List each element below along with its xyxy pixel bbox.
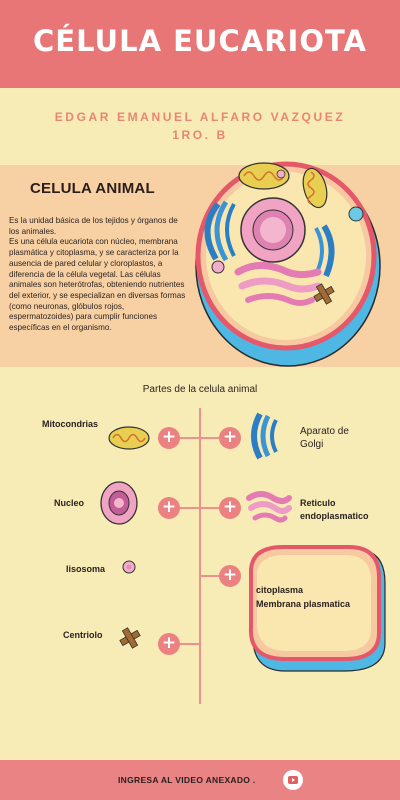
golgi-icon bbox=[251, 412, 278, 460]
page-title: CÉLULA EUCARIOTA bbox=[33, 24, 367, 58]
part-label-lysosome: lisosoma bbox=[66, 564, 106, 574]
footer: INGRESA AL VIDEO ANEXADO . bbox=[0, 760, 400, 800]
author-group: 1RO. B bbox=[172, 128, 228, 142]
part-label-er: Reticulo endoplasmatico bbox=[300, 498, 369, 521]
footer-text: INGRESA AL VIDEO ANEXADO . bbox=[118, 775, 256, 785]
expand-mitochondria-button[interactable]: + bbox=[158, 427, 180, 449]
lysosome-icon bbox=[122, 560, 136, 574]
part-label-centriole: Centriolo bbox=[63, 630, 103, 640]
er-icon bbox=[246, 491, 292, 523]
centriole-icon bbox=[119, 627, 141, 649]
expand-centriole-button[interactable]: + bbox=[158, 633, 180, 655]
description-paragraph-2: Es una célula eucariota con núcleo, memb… bbox=[9, 237, 186, 333]
connector-line bbox=[180, 507, 220, 509]
parts-title: Partes de la celula animal bbox=[142, 384, 258, 395]
part-label-cytoplasm: citoplasma bbox=[256, 585, 304, 595]
animal-cell-illustration bbox=[195, 161, 381, 367]
part-label-mitochondria: Mitocondrias bbox=[42, 419, 99, 429]
nucleus-icon bbox=[100, 481, 138, 525]
expand-membrane-button[interactable]: + bbox=[219, 565, 241, 587]
section-heading: CELULA ANIMAL bbox=[30, 180, 155, 197]
description-text: Es la unidad básica de los tejidos y órg… bbox=[9, 216, 187, 334]
expand-nucleus-button[interactable]: + bbox=[158, 497, 180, 519]
connector-line bbox=[199, 408, 201, 704]
expand-golgi-button[interactable]: + bbox=[219, 427, 241, 449]
connector-line bbox=[200, 575, 220, 577]
author-name: EDGAR EMANUEL ALFARO VAZQUEZ bbox=[54, 110, 346, 124]
part-label-nucleus: Nucleo bbox=[54, 498, 85, 508]
part-label-golgi: Aparato de Golgi bbox=[300, 426, 349, 450]
part-label-membrane: Membrana plasmatica bbox=[256, 599, 351, 609]
play-icon[interactable] bbox=[283, 770, 303, 790]
mitochondria-icon bbox=[108, 426, 150, 450]
membrane-icon bbox=[248, 545, 386, 672]
description-paragraph-1: Es la unidad básica de los tejidos y órg… bbox=[9, 216, 178, 236]
expand-er-button[interactable]: + bbox=[219, 497, 241, 519]
connector-line bbox=[180, 437, 220, 439]
header-banner: CÉLULA EUCARIOTA bbox=[0, 0, 400, 88]
connector-line bbox=[180, 643, 200, 645]
